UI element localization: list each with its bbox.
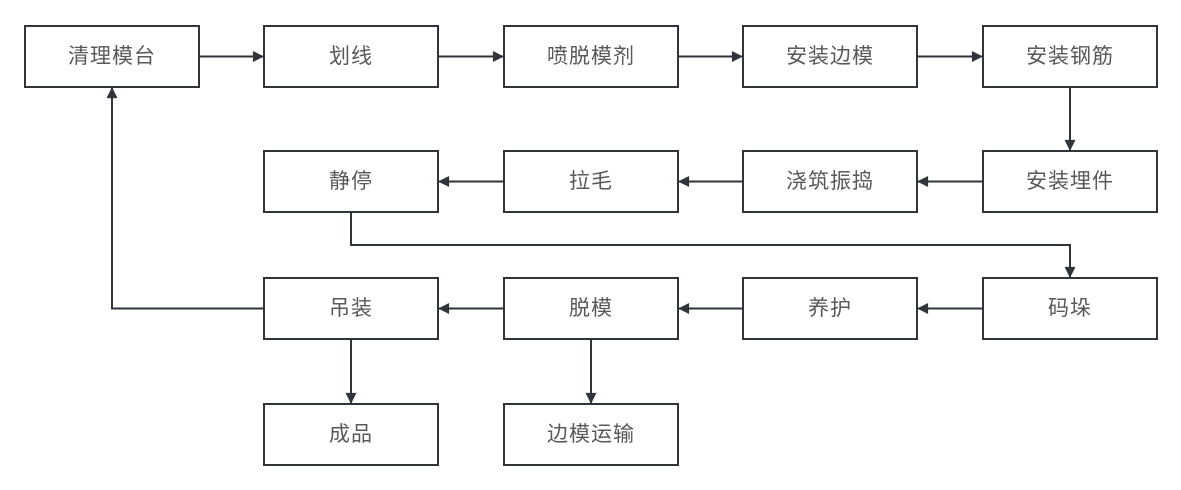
node-label-marking: 划线 — [329, 45, 373, 68]
node-label-spray-release-agent: 喷脱模剂 — [547, 45, 635, 68]
node-label-install-embeds: 安装埋件 — [1026, 170, 1114, 193]
node-curing: 养护 — [742, 277, 918, 340]
edge-resting-to-stacking — [350, 213, 1076, 278]
node-label-install-rebar: 安装钢筋 — [1026, 45, 1114, 68]
node-resting: 静停 — [263, 150, 439, 213]
node-label-finished-product: 成品 — [329, 423, 373, 446]
node-label-demolding: 脱模 — [569, 297, 613, 320]
node-demolding: 脱模 — [503, 277, 679, 340]
node-hoisting: 吊装 — [263, 277, 439, 340]
node-finished-product: 成品 — [263, 403, 439, 466]
node-label-stacking: 码垛 — [1048, 297, 1092, 320]
node-label-pour-vibrate: 浇筑振捣 — [786, 170, 874, 193]
node-label-install-side-mold: 安装边模 — [786, 45, 874, 68]
node-label-curing: 养护 — [808, 297, 852, 320]
edge-hoisting-to-clean-platform — [106, 87, 263, 310]
node-clean-platform: 清理模台 — [24, 25, 200, 88]
node-side-mold-transport: 边模运输 — [503, 403, 679, 466]
node-pour-vibrate: 浇筑振捣 — [742, 150, 918, 213]
node-roughening: 拉毛 — [503, 150, 679, 213]
node-label-side-mold-transport: 边模运输 — [547, 423, 635, 446]
node-label-roughening: 拉毛 — [569, 170, 613, 193]
node-label-clean-platform: 清理模台 — [68, 45, 156, 68]
node-label-hoisting: 吊装 — [329, 297, 373, 320]
node-marking: 划线 — [263, 25, 439, 88]
node-stacking: 码垛 — [982, 277, 1158, 340]
node-install-embeds: 安装埋件 — [982, 150, 1158, 213]
node-label-resting: 静停 — [329, 170, 373, 193]
node-install-rebar: 安装钢筋 — [982, 25, 1158, 88]
node-install-side-mold: 安装边模 — [742, 25, 918, 88]
node-spray-release-agent: 喷脱模剂 — [503, 25, 679, 88]
